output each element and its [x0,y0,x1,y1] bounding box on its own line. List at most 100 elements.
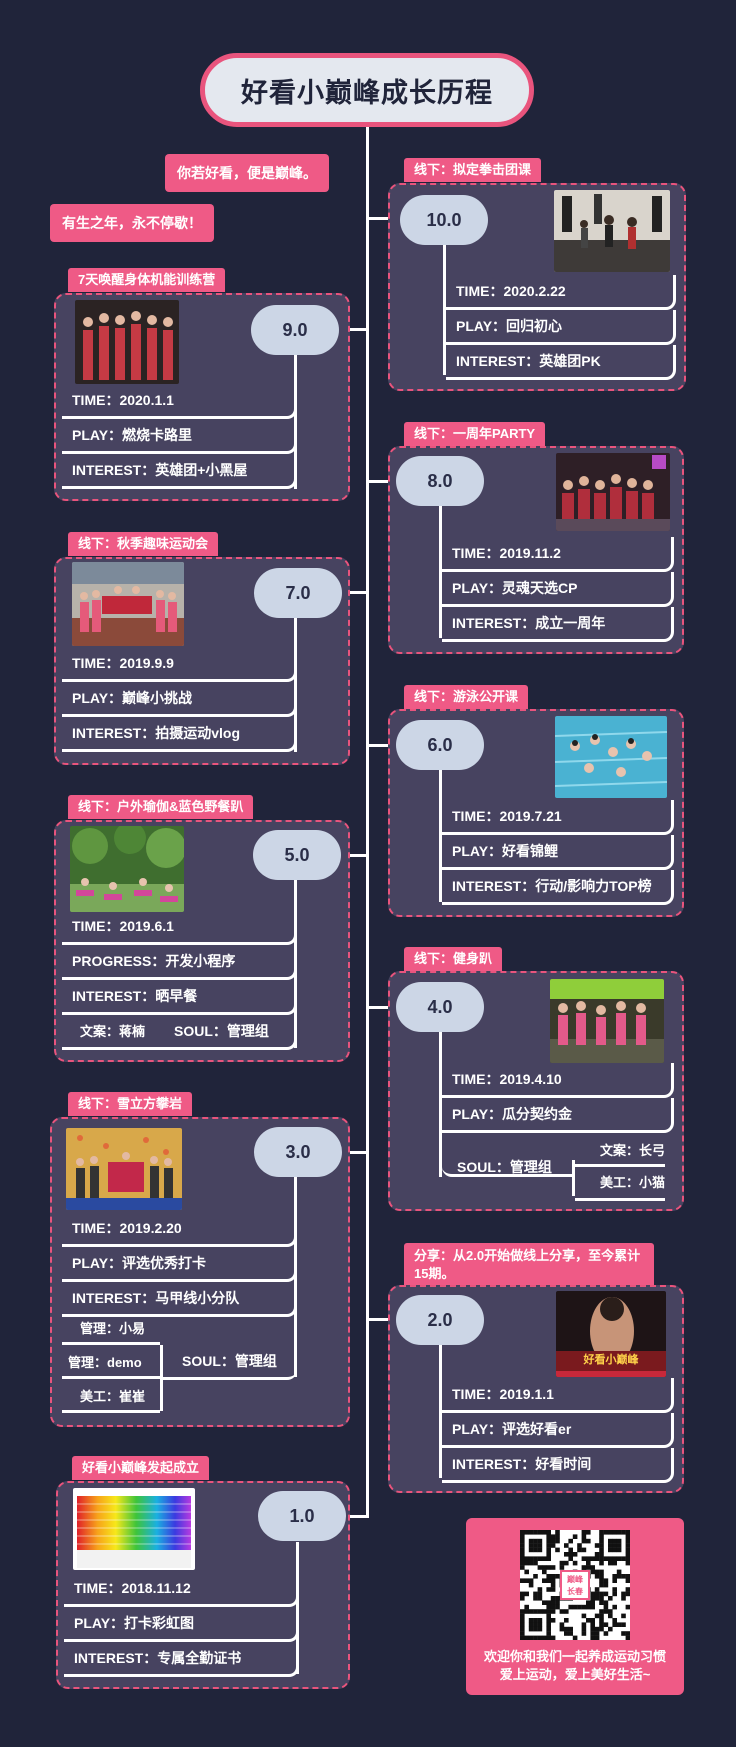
branch-line-v8 [439,506,442,638]
connector-v7 [338,591,368,594]
page-title: 好看小巅峰成长历程 [200,53,534,127]
milestone-tag-v4: 线下：健身趴 [404,947,503,971]
row-interest-v2: INTEREST：好看时间 [442,1448,674,1483]
photo-rainbow-chart [73,1488,195,1570]
version-pill-v10: 10.0 [400,195,488,245]
version-pill-v8: 8.0 [396,456,484,506]
copywriter-v5: 文案：蒋楠 [80,1024,146,1039]
row-interest-v3: INTEREST：马甲线小分队 [62,1282,297,1317]
branch-line-v6 [439,770,442,902]
milestone-tag-v9: 7天唤醒身体机能训练营 [68,268,226,292]
row-time-v6: TIME：2019.7.21 [442,800,674,835]
version-pill-v7: 7.0 [254,568,342,618]
row-progress-v5: PROGRESS：开发小程序 [62,945,297,980]
connector-v3 [338,1151,368,1154]
row-interest-v6: INTEREST：行动/影响力TOP榜 [442,870,674,905]
row-time-v7: TIME：2019.9.9 [62,647,297,682]
branch-line-v10 [443,245,446,375]
milestone-tag-v2: 分享：从2.0开始做线上分享，至今累计15期。 [404,1243,654,1287]
connector-v10 [369,217,389,220]
manage-row-1-v3: 管理：小易 [62,1318,160,1345]
art-row-v3: 美工：崔崔 [62,1386,160,1413]
connector-v4 [369,1006,397,1009]
version-pill-v3: 3.0 [254,1127,342,1177]
row-play-v3: PLAY：评选优秀打卡 [62,1247,297,1282]
row-interest-v9: INTEREST：英雄团+小黑屋 [62,454,297,489]
row-play-v9: PLAY：燃烧卡路里 [62,419,297,454]
row-soul-v3: SOUL：管理组 [162,1345,297,1380]
version-pill-v4: 4.0 [396,982,484,1032]
row-time-v4: TIME：2019.4.10 [442,1063,674,1098]
photo-fitness-party [550,979,664,1063]
soul-v5: SOUL：管理组 [174,1023,269,1039]
row-play-v8: PLAY：灵魂天选CP [442,572,674,607]
art-row-v4: 美工：小猫 [575,1172,665,1201]
slogan-1: 你若好看，便是巅峰。 [165,154,329,192]
qr-caption-line-2: 爱上运动，爱上美好生活~ [499,1667,651,1682]
photo-training-camp [75,300,179,384]
branch-line-v2 [439,1345,442,1478]
poster-caption-v2: 好看小巅峰 [583,1354,639,1366]
row-interest-v10: INTEREST：英雄团PK [446,345,676,380]
connector-v1 [338,1515,369,1518]
row-play-v6: PLAY：好看锦鲤 [442,835,674,870]
row-interest-v8: INTEREST：成立一周年 [442,607,674,642]
row-interest-v7: INTEREST：拍摄运动vlog [62,717,297,752]
row-interest-v1: INTEREST：专属全勤证书 [64,1642,299,1677]
row-time-v8: TIME：2019.11.2 [442,537,674,572]
row-interest-v5: INTEREST：晒早餐 [62,980,297,1015]
branch-line-v4 [439,1032,442,1177]
row-play-v2: PLAY：评选好看er [442,1413,674,1448]
row-time-v5: TIME：2019.6.1 [62,910,297,945]
version-pill-v1: 1.0 [258,1491,346,1541]
copy-row-v4: 文案：长弓 [575,1140,665,1167]
manage-row-2-v3: 管理：demo [62,1352,160,1379]
designer-v3: 美工：崔崔 [80,1389,146,1404]
connector-v2 [369,1318,397,1321]
row-soul-v4: SOUL：管理组 [442,1133,572,1177]
manager-1-v3: 管理：小易 [80,1321,146,1336]
qr-caption: 欢迎你和我们一起养成运动习惯 爱上运动，爱上美好生活~ [466,1648,684,1684]
version-pill-v5: 5.0 [253,830,341,880]
subbranch-line-v4 [572,1160,575,1196]
row-play-v7: PLAY：巅峰小挑战 [62,682,297,717]
milestone-tag-v7: 线下：秋季趣味运动会 [68,532,219,556]
photo-outdoor-yoga [70,826,184,912]
slogan-2: 有生之年，永不停歇！ [50,204,214,242]
row-time-v3: TIME：2019.2.20 [62,1212,297,1247]
photo-anniversary-party [556,453,670,531]
version-pill-v2: 2.0 [396,1295,484,1345]
milestone-tag-v3: 线下：雪立方攀岩 [68,1092,193,1116]
row-soul-v5: 文案：蒋楠 SOUL：管理组 [62,1015,297,1050]
photo-swimming-class [555,716,667,798]
designer-v4: 美工：小猫 [599,1175,665,1190]
qr-code[interactable]: 巅峰 长春 [520,1530,631,1641]
manager-2-v3: 管理：demo [68,1355,142,1370]
row-time-v1: TIME：2018.11.12 [64,1572,299,1607]
qr-badge: 巅峰 长春 [560,1570,590,1600]
row-play-v1: PLAY：打卡彩虹图 [64,1607,299,1642]
photo-sports-meet [72,562,184,646]
connector-v5 [338,854,368,857]
connector-v8 [369,480,397,483]
row-play-v4: PLAY：瓜分契约金 [442,1098,674,1133]
connector-v9 [338,328,368,331]
row-time-v10: TIME：2020.2.22 [446,275,676,310]
version-pill-v6: 6.0 [396,720,484,770]
milestone-tag-v10: 线下：拟定拳击团课 [404,158,542,182]
row-time-v2: TIME：2019.1.1 [442,1378,674,1413]
copywriter-v4: 文案：长弓 [599,1143,665,1158]
version-pill-v9: 9.0 [251,305,339,355]
qr-caption-line-1: 欢迎你和我们一起养成运动习惯 [483,1649,666,1664]
milestone-tag-v1: 好看小巅峰发起成立 [72,1456,210,1480]
row-time-v9: TIME：2020.1.1 [62,384,297,419]
milestone-tag-v6: 线下：游泳公开课 [404,685,529,709]
connector-v6 [369,744,397,747]
row-play-v10: PLAY：回归初心 [446,310,676,345]
timeline-spine [366,127,369,1517]
photo-boxing-class [554,190,670,272]
milestone-tag-v8: 线下：一周年PARTY [404,422,546,446]
milestone-tag-v5: 线下：户外瑜伽&蓝色野餐趴 [68,795,254,819]
photo-climbing [66,1128,182,1210]
photo-share-poster: 好看小巅峰 [556,1291,666,1377]
